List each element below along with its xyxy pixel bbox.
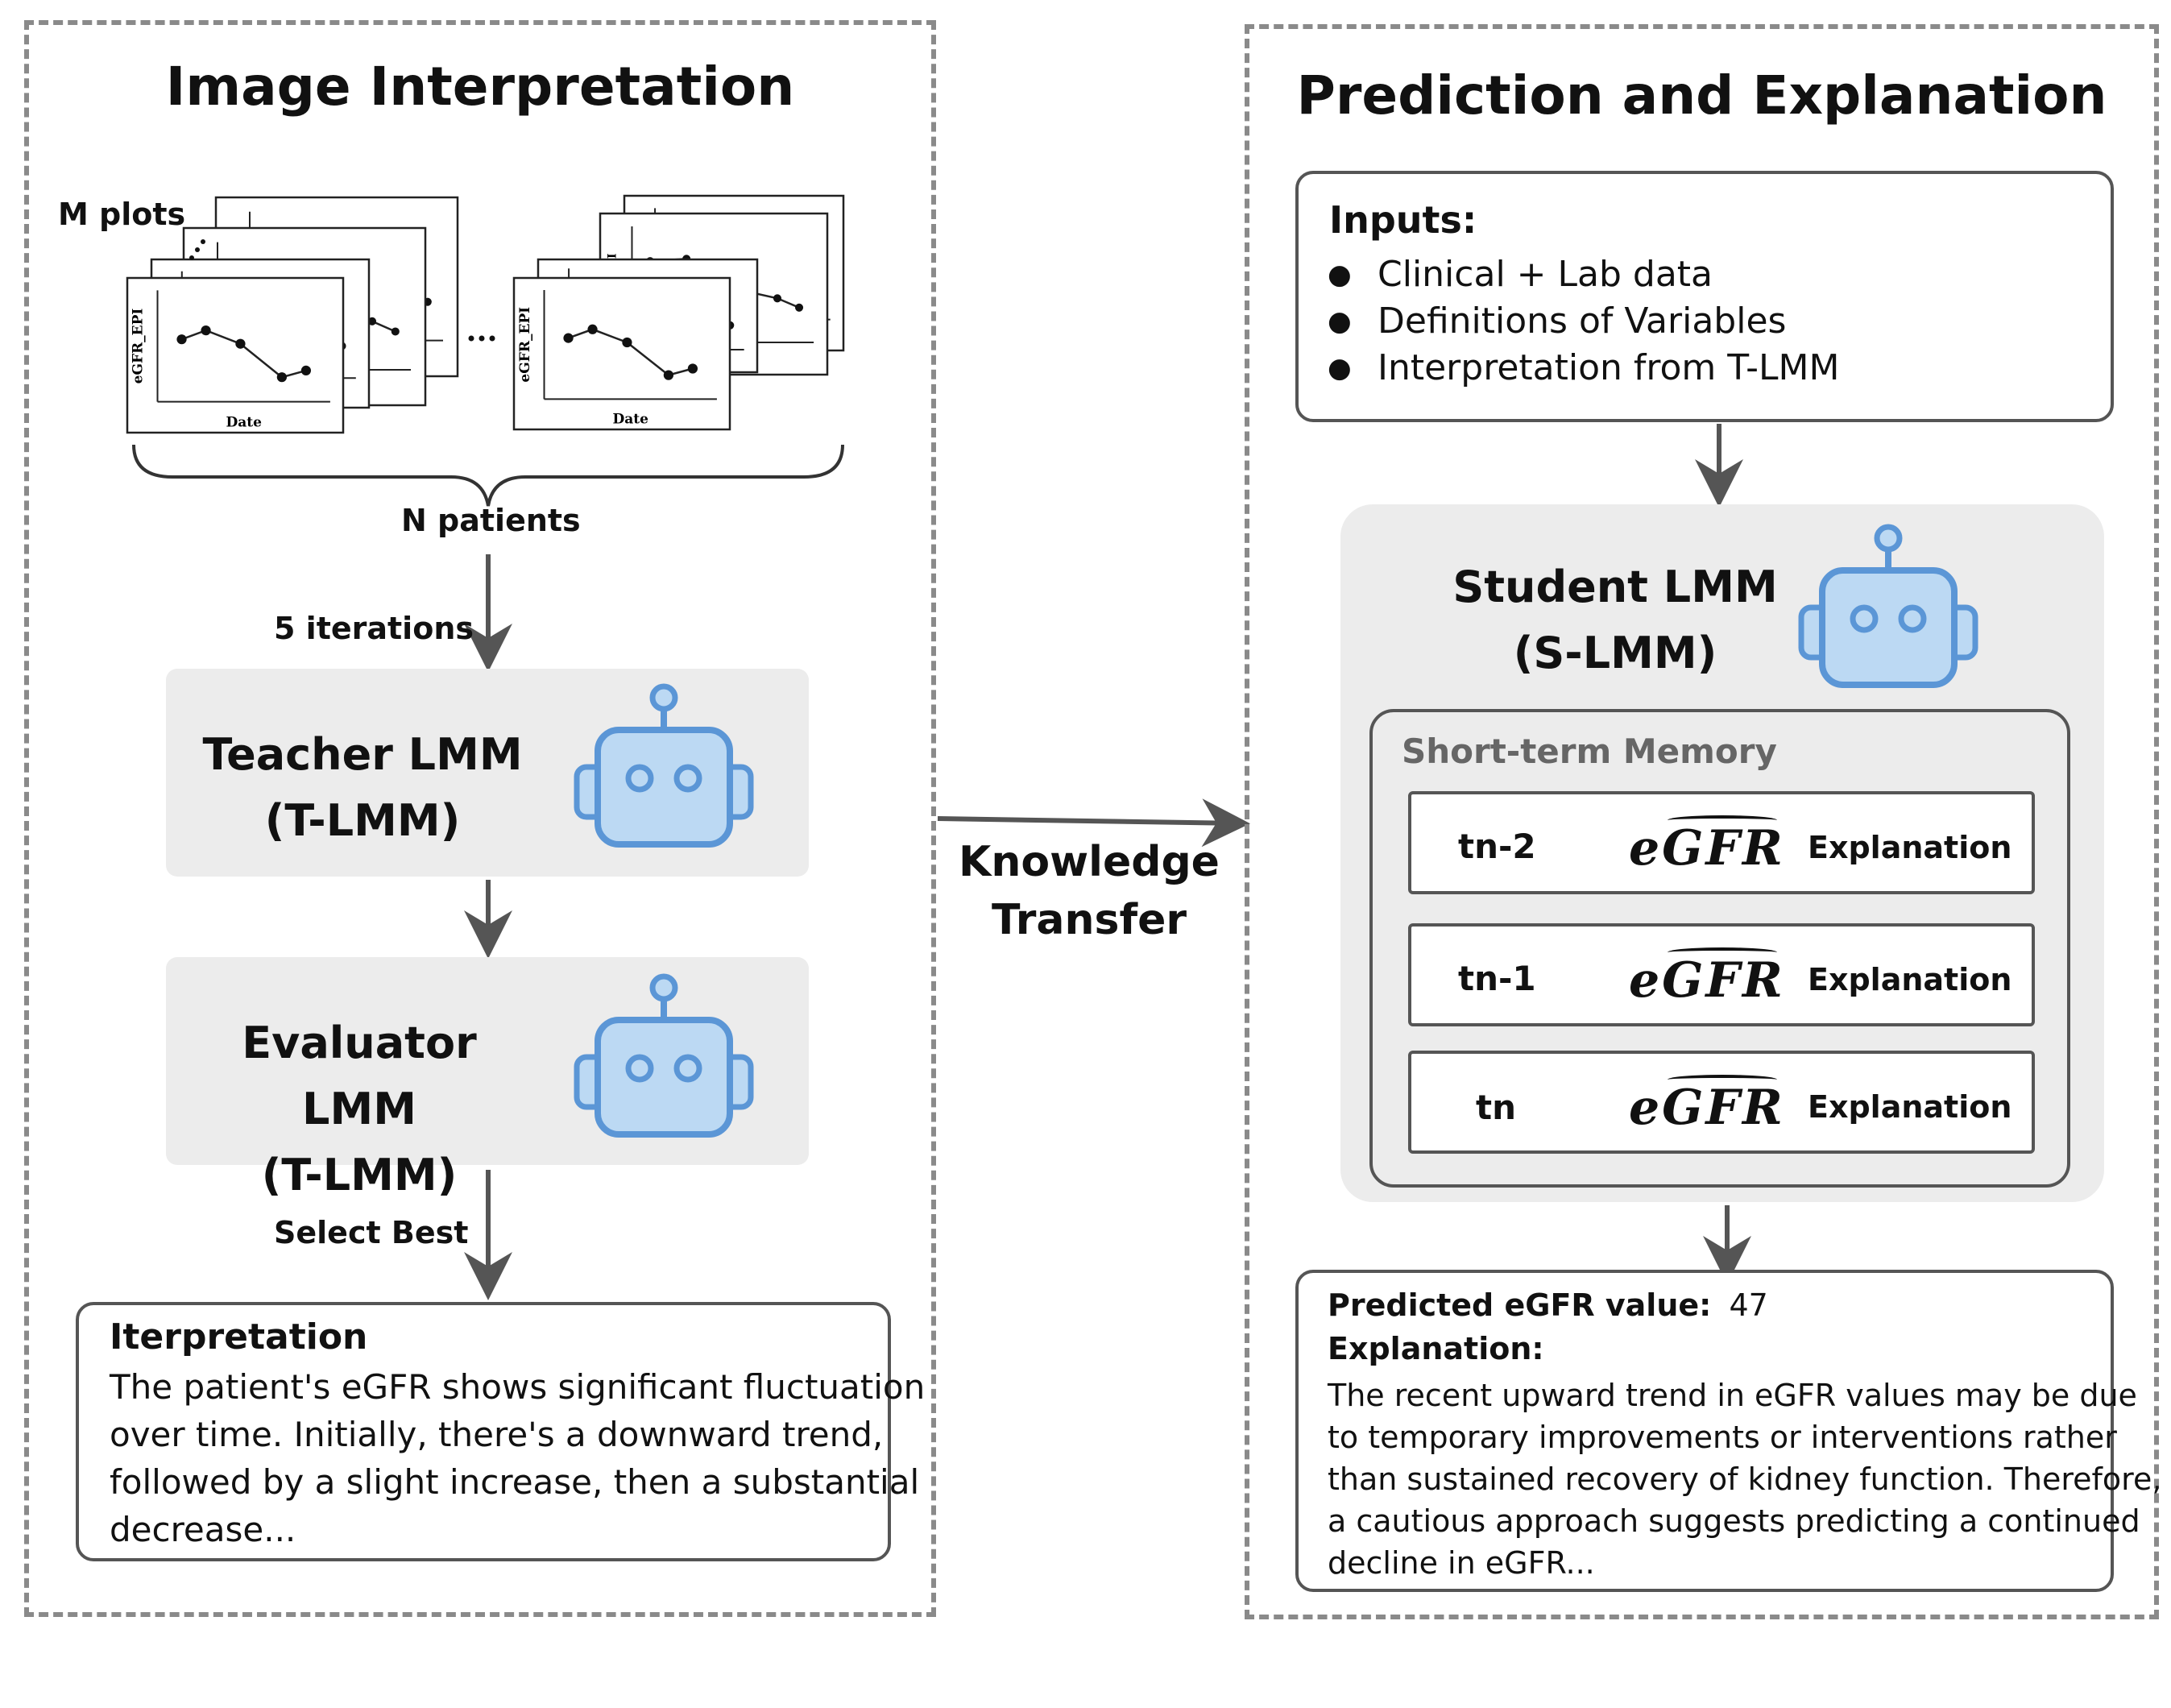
prediction-explanation-line: than sustained recovery of kidney functi… xyxy=(1328,1461,2162,1497)
prediction-explanation-line: The recent upward trend in eGFR values m… xyxy=(1328,1378,2137,1413)
select-best-label: Select Best xyxy=(274,1215,469,1250)
mini-plot-ylabel: eGFR_EPI xyxy=(131,309,147,384)
interpretation-heading: Iterpretation xyxy=(110,1316,368,1358)
plot-stack-patient-n: eGFR_EPIDateeGFR_EPIDateeGFR_EPIDateeGFR… xyxy=(512,194,845,431)
memory-row-egfr: eGFR xyxy=(1629,952,1785,1009)
evaluator-lmm-abbr: (T-LMM) xyxy=(261,1150,458,1200)
arrow-knowledge-transfer xyxy=(937,798,1250,848)
interpretation-line: followed by a slight increase, then a su… xyxy=(110,1462,920,1502)
memory-row-time: tn-2 xyxy=(1458,827,1536,866)
interpretation-line: The patient's eGFR shows significant flu… xyxy=(110,1367,926,1407)
memory-row-egfr-hat xyxy=(1668,947,1777,957)
knowledge-transfer-label: Knowledge Transfer xyxy=(938,833,1241,949)
interpretation-line: over time. Initially, there's a downward… xyxy=(110,1415,884,1454)
memory-row: tn-1 eGFR Explanation xyxy=(1408,923,2035,1026)
student-lmm-abbr: (S-LMM) xyxy=(1513,628,1717,678)
prediction-explanation-line: a cautious approach suggests predicting … xyxy=(1328,1503,2140,1539)
knowledge-transfer-line: Transfer xyxy=(992,896,1187,944)
stack-ellipsis xyxy=(468,335,495,342)
teacher-lmm-name: Teacher LMM xyxy=(202,729,523,780)
inputs-box: Inputs: Clinical + Lab data Definitions … xyxy=(1295,171,2114,422)
evaluator-lmm-title: Evaluator LMM (T-LMM) xyxy=(182,1010,537,1208)
teacher-lmm-title: Teacher LMM (T-LMM) xyxy=(193,722,532,854)
teacher-lmm-abbr: (T-LMM) xyxy=(264,795,461,846)
evaluator-robot-icon xyxy=(574,973,754,1138)
interpretation-line: decrease... xyxy=(110,1510,296,1549)
memory-row: tn-2 eGFR Explanation xyxy=(1408,791,2035,894)
memory-row-time: tn xyxy=(1476,1088,1516,1127)
prediction-explanation-line: decline in eGFR... xyxy=(1328,1545,1595,1581)
interpretation-box: Iterpretation The patient's eGFR shows s… xyxy=(76,1302,925,1561)
iterations-label: 5 iterations xyxy=(274,611,474,646)
prediction-box: Predicted eGFR value: 47 Explanation: Th… xyxy=(1295,1270,2161,1592)
memory-row-explanation: Explanation xyxy=(1808,962,2012,997)
mini-plot-xlabel: Date xyxy=(226,414,263,430)
memory-row-egfr: eGFR xyxy=(1629,1080,1785,1136)
mini-plot: eGFR_EPI Date xyxy=(126,276,345,434)
teacher-robot-icon xyxy=(574,683,754,848)
inputs-item: Definitions of Variables xyxy=(1316,298,1839,345)
n-patients-label: N patients xyxy=(401,503,581,538)
prediction-explanation-panel: Prediction and Explanation xyxy=(1245,24,2159,1619)
prediction-value-line: Predicted eGFR value: 47 xyxy=(1328,1287,1768,1323)
evaluator-lmm-name: Evaluator LMM xyxy=(242,1018,477,1134)
image-interpretation-panel: Image Interpretation xyxy=(24,20,936,1617)
memory-row-explanation: Explanation xyxy=(1808,830,2012,865)
memory-row-egfr-hat xyxy=(1668,815,1777,825)
inputs-heading: Inputs: xyxy=(1329,198,1477,242)
prediction-explanation-text: The recent upward trend in eGFR values m… xyxy=(1328,1374,2161,1584)
prediction-explanation-line: to temporary improvements or interventio… xyxy=(1328,1420,2117,1455)
knowledge-transfer-line: Knowledge xyxy=(959,838,1220,886)
short-term-memory-title: Short-term Memory xyxy=(1402,732,1777,771)
mini-plot-ylabel: eGFR_EPI xyxy=(517,307,533,383)
memory-row: tn eGFR Explanation xyxy=(1408,1051,2035,1154)
memory-row-time: tn-1 xyxy=(1458,959,1536,998)
inputs-item: Clinical + Lab data xyxy=(1316,251,1839,298)
panel-title-image-interpretation: Image Interpretation xyxy=(165,56,795,118)
m-plots-label: M plots xyxy=(58,197,186,232)
prediction-value-label: Predicted eGFR value: xyxy=(1328,1287,1712,1323)
inputs-item: Interpretation from T-LMM xyxy=(1316,345,1839,392)
interpretation-text: The patient's eGFR shows significant flu… xyxy=(110,1363,925,1553)
n-patients-brace xyxy=(132,444,844,507)
panel-title-prediction-explanation: Prediction and Explanation xyxy=(1296,64,2107,126)
memory-row-egfr: eGFR xyxy=(1629,820,1785,877)
m-plots-ellipsis xyxy=(189,239,205,260)
memory-row-egfr-hat xyxy=(1668,1075,1777,1084)
student-lmm-title: Student LMM (S-LMM) xyxy=(1450,554,1780,686)
mini-plot: eGFR_EPI Date xyxy=(512,276,731,431)
prediction-explanation-label: Explanation: xyxy=(1328,1331,1544,1366)
mini-plot-xlabel: Date xyxy=(613,411,649,427)
prediction-value: 47 xyxy=(1729,1287,1768,1323)
student-robot-icon xyxy=(1798,524,1978,688)
inputs-list: Clinical + Lab data Definitions of Varia… xyxy=(1316,251,1839,392)
memory-row-explanation: Explanation xyxy=(1808,1089,2012,1125)
student-lmm-name: Student LMM xyxy=(1452,562,1778,612)
plot-stack-patient-1: eGFR_EPIDateeGFR_EPIDateeGFR_EPIDateeGFR… xyxy=(126,196,459,434)
